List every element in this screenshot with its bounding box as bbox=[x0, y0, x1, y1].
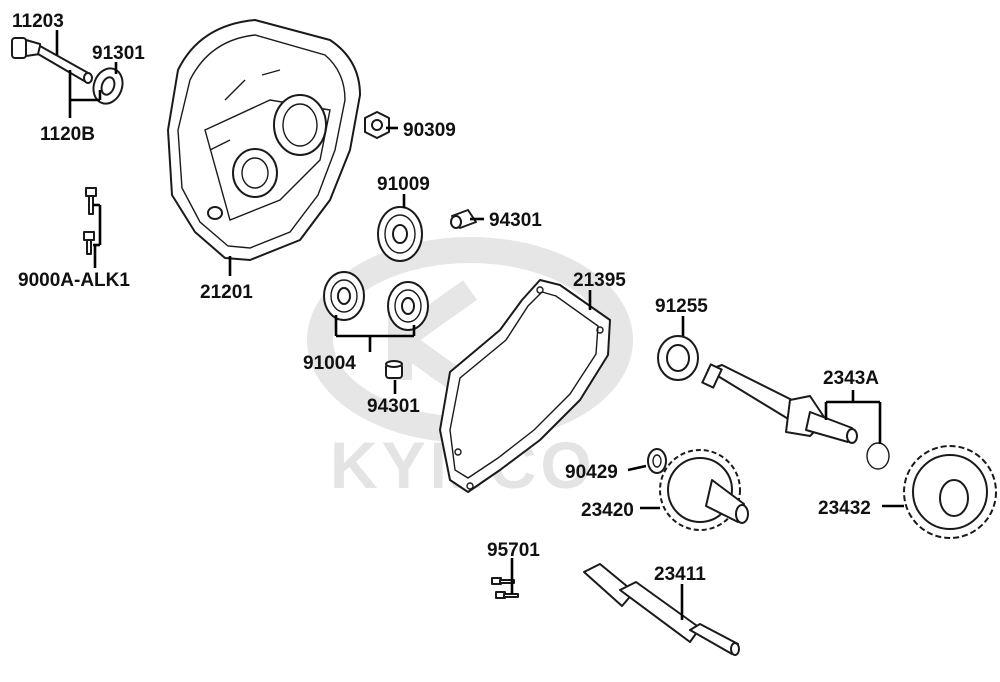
part-91009-bearing[interactable] bbox=[377, 206, 423, 262]
part-95701-bolts[interactable] bbox=[491, 577, 519, 599]
label-90309[interactable]: 90309 bbox=[403, 120, 456, 141]
part-91255-seal[interactable] bbox=[657, 335, 699, 381]
label-94301-bottom[interactable]: 94301 bbox=[367, 396, 420, 417]
label-21201[interactable]: 21201 bbox=[200, 282, 253, 303]
label-91004[interactable]: 91004 bbox=[303, 353, 356, 374]
part-23411-shaft[interactable] bbox=[583, 563, 740, 656]
part-21395-gasket[interactable] bbox=[439, 279, 611, 493]
part-90429-washer[interactable] bbox=[647, 448, 667, 474]
label-91301[interactable]: 91301 bbox=[92, 43, 145, 64]
part-91004-bearings[interactable] bbox=[323, 271, 429, 331]
part-23432-gear[interactable] bbox=[903, 445, 997, 539]
label-2343A[interactable]: 2343A bbox=[823, 368, 879, 389]
part-11203-pin[interactable] bbox=[11, 37, 93, 84]
part-90309-nut[interactable] bbox=[364, 111, 390, 139]
label-1120B[interactable]: 1120B bbox=[40, 124, 95, 145]
label-21395[interactable]: 21395 bbox=[573, 270, 626, 291]
label-23411[interactable]: 23411 bbox=[654, 564, 706, 585]
leader-lines bbox=[55, 30, 904, 620]
label-23432[interactable]: 23432 bbox=[818, 498, 871, 519]
part-2343A-shaft[interactable] bbox=[701, 363, 890, 470]
label-95701[interactable]: 95701 bbox=[487, 540, 540, 561]
label-90429[interactable]: 90429 bbox=[565, 462, 618, 483]
label-23420[interactable]: 23420 bbox=[581, 500, 634, 521]
label-91009[interactable]: 91009 bbox=[377, 174, 430, 195]
part-21201-housing[interactable] bbox=[167, 19, 361, 261]
part-labels: 11203 91301 1120B 90309 91009 94301 9000… bbox=[12, 11, 879, 585]
part-23420-gear[interactable] bbox=[659, 449, 749, 531]
part-94301-dowel-bottom[interactable] bbox=[385, 360, 403, 379]
part-94301-dowel-top[interactable] bbox=[450, 209, 477, 229]
label-11203[interactable]: 11203 bbox=[12, 11, 64, 32]
label-94301-top[interactable]: 94301 bbox=[489, 210, 542, 231]
label-9000A-ALK1[interactable]: 9000A-ALK1 bbox=[18, 270, 130, 291]
label-91255[interactable]: 91255 bbox=[655, 296, 708, 317]
